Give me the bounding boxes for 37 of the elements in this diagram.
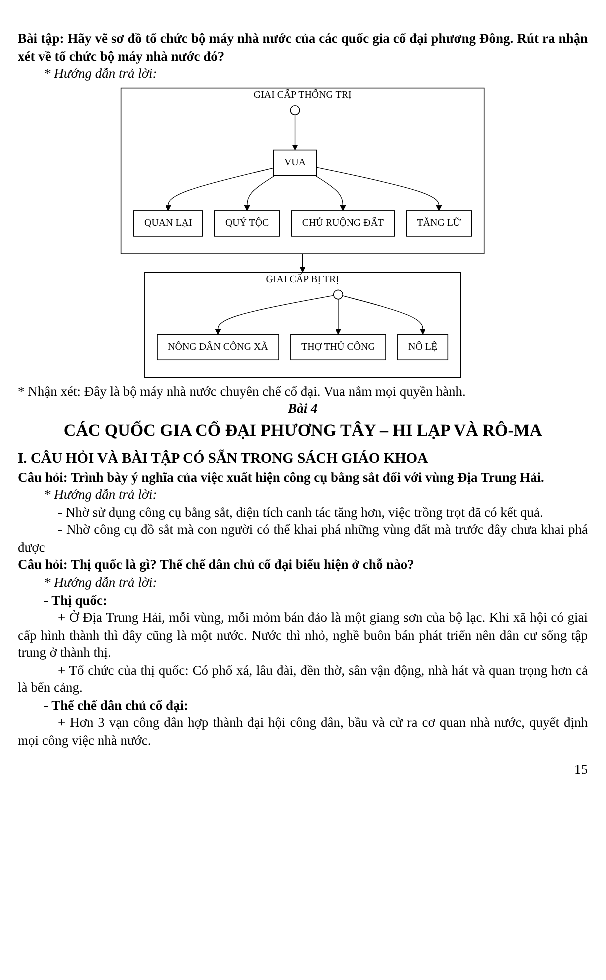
arrow	[216, 294, 334, 334]
arrow	[336, 298, 342, 334]
section-heading: I. CÂU HỎI VÀ BÀI TẬP CÓ SẴN TRONG SÁCH GIÁO KHOA	[18, 450, 430, 469]
arrow	[342, 295, 426, 334]
answer-paragraph: + Ở Địa Trung Hải, mỗi vùng, mỗi mỏm bán đảo là một giang sơn của bộ lạc. Khi xã hội có giai cấp hình thành thì đây cũng là một nước. Nước thì nhỏ, nghề buôn bán phát triển nên dân cư sống tập trung ở thành thị.	[18, 609, 588, 662]
node-box	[290, 334, 387, 360]
answer-paragraph: + Hơn 3 vạn công dân hợp thành đại hội công dân, bầu và cử ra cơ quan nhà nước, quyết định mọi công việc nhà nước.	[18, 714, 588, 750]
arrow	[316, 166, 442, 211]
lesson-title: CÁC QUỐC GIA CỔ ĐẠI PHƯƠNG TÂY – HI LẠP VÀ RÔ-MA	[62, 420, 544, 442]
node-box	[406, 210, 472, 237]
node-box	[214, 210, 280, 237]
arrow	[166, 167, 274, 211]
lesson-number: Bài 4	[287, 400, 319, 418]
answer-subheading: - Thị quốc:	[43, 592, 109, 610]
answer-hint: * Hướng dẫn trả lời:	[43, 574, 158, 592]
arrow	[292, 114, 298, 150]
question-text: Câu hỏi: Thị quốc là gì? Thể chế dân chủ cổ đại biểu hiện ở chỗ nào?	[18, 556, 416, 574]
node-box	[157, 334, 280, 360]
answer-paragraph: - Nhờ sử dụng công cụ bằng sắt, diện tích canh tác tăng hơn, việc trồng trọt đã có kết quả.	[57, 504, 544, 522]
arrow	[300, 253, 306, 272]
question-text: Bài tập: Hãy vẽ sơ đồ tổ chức bộ máy nhà nước của các quốc gia cổ đại phương Đông. Rút ra nhận xét về tổ chức bộ máy nhà nước đó?	[18, 30, 588, 66]
answer-subheading: - Thể chế dân chủ cổ đại:	[43, 696, 190, 714]
node-box	[134, 210, 204, 237]
question-text: Câu hỏi: Trình bày ý nghĩa của việc xuất hiện công cụ bằng sắt đối với vùng Địa Trung Hải.	[18, 468, 546, 486]
node-box	[274, 150, 318, 176]
arrow	[244, 175, 276, 211]
answer-hint: * Hướng dẫn trả lời:	[43, 486, 158, 504]
answer-paragraph: - Nhờ công cụ đồ sắt mà con người có thể khai phá những vùng đất mà trước đây chưa khai phá được	[18, 521, 588, 556]
answer-paragraph: + Tổ chức của thị quốc: Có phố xá, lâu đài, đền thờ, sân vận động, nhà hát và quan trọng hơn cả là bến cảng.	[18, 662, 588, 697]
answer-hint: * Hướng dẫn trả lời:	[43, 65, 158, 83]
arrow	[315, 175, 346, 211]
page-number: 15	[574, 761, 588, 779]
cluster	[144, 272, 462, 378]
cluster	[121, 88, 485, 254]
node-box	[292, 210, 396, 237]
remark-text: * Nhận xét: Đây là bộ máy nhà nước chuyên chế cổ đại. Vua nắm mọi quyền hành.	[18, 382, 467, 400]
node-box	[398, 334, 449, 360]
